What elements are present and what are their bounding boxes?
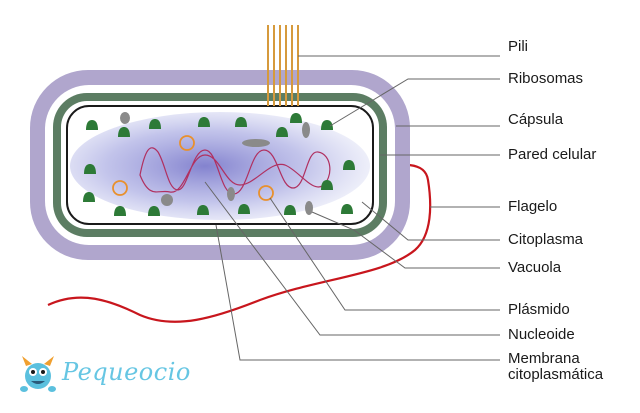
- label-pared-celular: Pared celular: [508, 146, 597, 163]
- mascot-icon: [20, 356, 56, 392]
- leader-ribosomas: [329, 78, 500, 127]
- vacuole: [120, 112, 130, 124]
- label-plasmido: Plásmido: [508, 301, 570, 318]
- label-nucleoide: Nucleoide: [508, 326, 575, 343]
- ribosome: [149, 119, 161, 129]
- flagellum: [47, 163, 432, 323]
- ribosome: [235, 117, 247, 127]
- pili: [267, 25, 299, 106]
- label-membrana: Membrana: [508, 350, 580, 367]
- leader-lines: [204, 55, 500, 361]
- vacuole: [242, 139, 270, 147]
- label-citoplasma: Citoplasma: [508, 231, 584, 248]
- vacuole: [227, 187, 235, 201]
- vacuoles: [120, 112, 313, 215]
- ribosomes: [83, 113, 355, 216]
- plasmid: [112, 180, 128, 196]
- leader-nucleoide: [204, 181, 500, 336]
- leader-plasmido: [269, 197, 500, 311]
- ribosome: [341, 204, 353, 214]
- ribosome: [86, 120, 98, 130]
- ribosome: [148, 206, 160, 216]
- label-flagelo: Flagelo: [508, 198, 558, 215]
- label-vacuola: Vacuola: [508, 259, 562, 276]
- vacuole: [302, 122, 310, 138]
- ribosome: [198, 117, 210, 127]
- nucleoid: [139, 147, 331, 195]
- leader-membrana: [215, 224, 500, 361]
- ribosome: [114, 206, 126, 216]
- plasmids: [112, 135, 274, 201]
- ribosome: [83, 192, 95, 202]
- ribosome: [343, 160, 355, 170]
- ribosome: [276, 127, 288, 137]
- label-capsula: Cápsula: [508, 111, 564, 128]
- label-ribosomas: Ribosomas: [508, 70, 584, 87]
- plasmid: [179, 135, 195, 151]
- vacuole: [305, 201, 313, 215]
- vacuole: [161, 194, 173, 206]
- ribosome: [284, 205, 296, 215]
- ribosome: [321, 120, 333, 130]
- leader-citoplasma: [361, 201, 500, 241]
- label-citoplasmatica: citoplasmática: [508, 366, 604, 383]
- ribosome: [290, 113, 302, 123]
- leader-vacuola: [311, 211, 500, 269]
- logo-text: Pequeocio: [62, 358, 191, 386]
- ribosome: [197, 205, 209, 215]
- ribosome: [238, 204, 250, 214]
- ribosome: [321, 180, 333, 190]
- label-pili: Pili: [508, 38, 529, 55]
- ribosome: [118, 127, 130, 137]
- ribosome: [84, 164, 96, 174]
- plasmid: [258, 185, 274, 201]
